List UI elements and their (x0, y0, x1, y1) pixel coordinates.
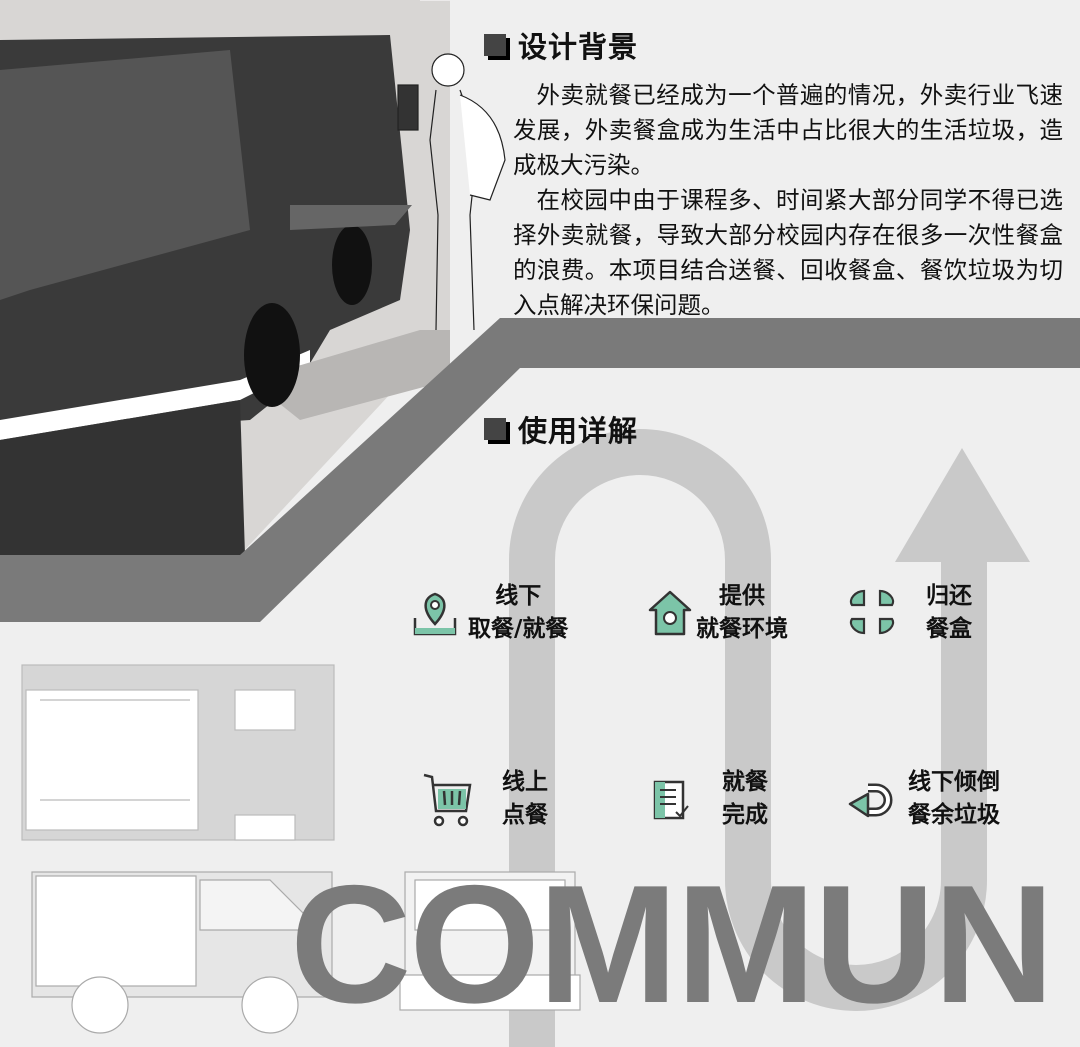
step-label-line1: 就餐 (722, 769, 768, 795)
step-label-line2: 餐盒 (926, 616, 972, 642)
return-arrow-icon (848, 783, 893, 818)
step-label-line2: 餐余垃圾 (908, 802, 1000, 828)
house-icon (648, 590, 692, 636)
paragraph-2: 在校园中由于课程多、时间紧大部分同学不得已选择外卖就餐，导致大部分校园内存在很多… (513, 186, 1063, 319)
checklist-icon (653, 780, 689, 820)
step-label-line1: 归还 (926, 583, 972, 609)
person-sketch (397, 53, 506, 331)
usage-heading: 使用详解 (484, 408, 638, 450)
step-label-line2: 点餐 (502, 802, 548, 828)
flow-arrow-head (895, 448, 1030, 562)
step-return-box: 归还餐盒 (846, 580, 972, 646)
heading-square-icon (484, 418, 506, 440)
step-label-line1: 线下倾倒 (908, 769, 1000, 795)
step-dining-environment: 提供就餐环境 (648, 580, 788, 646)
truck-render-image (0, 0, 506, 555)
heading-text: 使用详解 (518, 414, 639, 448)
truck-front-view-drawing (399, 871, 581, 1011)
step-dump-leftovers: 线下倾倒餐余垃圾 (846, 766, 1000, 832)
commun-watermark-text: COMMUN (290, 850, 1055, 1038)
paragraph-1: 外卖就餐已经成为一个普遍的情况，外卖行业飞速发展，外卖餐盒成为生活中占比很大的生… (513, 81, 1063, 179)
background-text: 外卖就餐已经成为一个普遍的情况，外卖行业飞速发展，外卖餐盒成为生活中占比很大的生… (513, 78, 1063, 323)
design-background-heading: 设计背景 (484, 24, 638, 66)
step-label-line1: 提供 (719, 583, 765, 609)
step-online-order: 线上点餐 (422, 766, 548, 832)
return-box-icon (849, 589, 895, 635)
step-label-line2: 就餐环境 (696, 616, 788, 642)
step-label-line1: 线上 (502, 769, 548, 795)
u-shaped-flow-arrow (509, 429, 987, 1047)
heading-square-icon (484, 34, 506, 56)
heading-text: 设计背景 (518, 30, 639, 64)
diagonal-band (0, 318, 1080, 622)
truck-side-view-drawing (31, 871, 333, 1034)
truck-top-view-drawing (21, 664, 335, 841)
location-pin-icon (413, 592, 457, 636)
step-label-line2: 完成 (722, 802, 768, 828)
step-label-line1: 线下 (495, 583, 542, 609)
step-offline-pickup: 线下取餐/就餐 (412, 580, 568, 646)
step-meal-finished: 就餐完成 (652, 766, 768, 832)
step-label-line2: 取餐/就餐 (468, 616, 569, 642)
shopping-cart-icon (423, 773, 472, 827)
